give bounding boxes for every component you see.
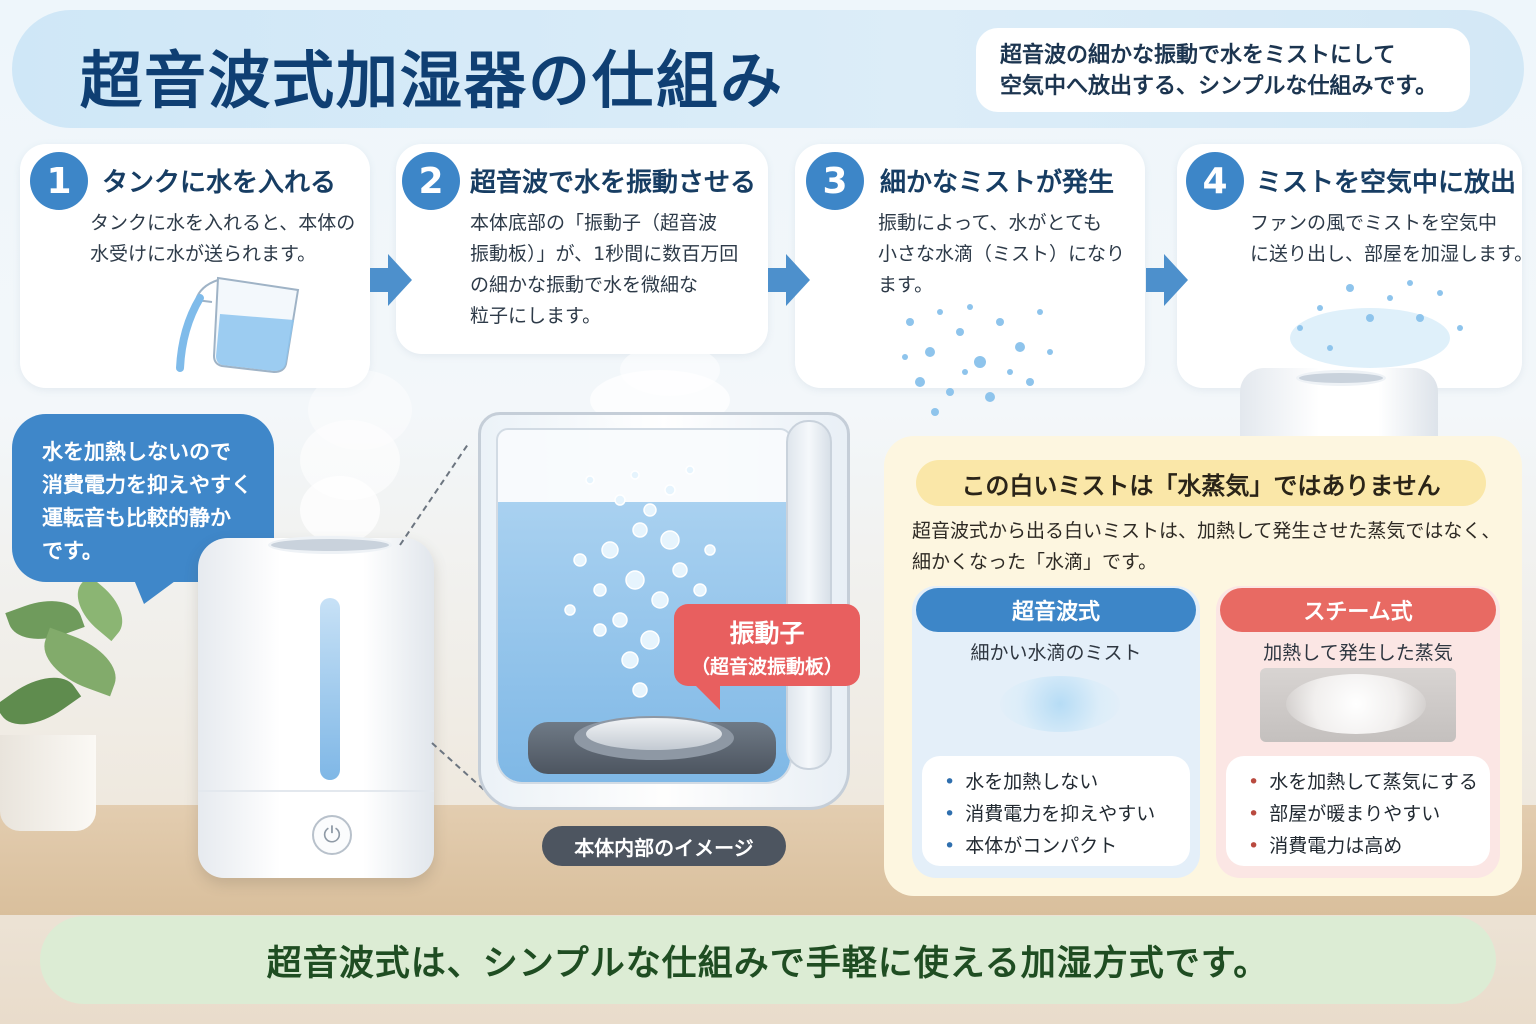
plant-pot <box>0 735 96 831</box>
ultrasonic-feature: 水を加熱しない <box>944 766 1190 798</box>
footer-summary: 超音波式は、シンプルな仕組みで手軽に使える加湿方式です。 <box>40 916 1496 1004</box>
mist-spray-graphic <box>1290 280 1463 368</box>
bubble-line: 水を加熱しないので <box>42 440 231 464</box>
step-title-4: ミストを空気中に放出 <box>1256 168 1517 198</box>
steam-feature: 部屋が暖まりやすい <box>1248 798 1490 830</box>
steam-header: スチーム式 <box>1220 588 1496 632</box>
vibrator-label-main: 振動子 <box>729 619 805 648</box>
vibrator-plate <box>586 718 722 750</box>
comparison-desc-line: 超音波式から出る白いミストは、加熱して発生させた蒸気ではなく、 <box>912 520 1501 542</box>
water-level-window <box>320 598 340 780</box>
step-number-1: 1 <box>30 152 88 210</box>
step-title-2: 超音波で水を振動させる <box>470 168 757 198</box>
measuring-cup-icon <box>176 276 300 374</box>
comparison-desc-line: 細かくなった「水滴」です。 <box>912 551 1158 573</box>
step-text-line: ます。 <box>878 274 934 296</box>
ultrasonic-subtitle: 細かい水滴のミスト <box>970 642 1142 664</box>
step-text-2: 本体底部の「振動子（超音波 振動板）」が、1秒間に数百万回 の細かな振動で水を微… <box>470 208 738 332</box>
arrow-right-icon <box>786 254 810 306</box>
steam-features: 水を加熱して蒸気にする 部屋が暖まりやすい 消費電力は高め <box>1226 756 1490 866</box>
step-title-3: 細かなミストが発生 <box>880 168 1115 198</box>
step-text-line: に送り出し、部屋を加湿します。 <box>1250 243 1534 265</box>
page-title: 超音波式加湿器の仕組み <box>80 44 785 117</box>
step-text-line: 水受けに水が送られます。 <box>90 243 317 265</box>
steam-feature: 水を加熱して蒸気にする <box>1248 766 1490 798</box>
arrow-right-icon <box>388 254 412 306</box>
step-text-line: の細かな振動で水を微細な <box>470 274 699 296</box>
step-text-1: タンクに水を入れると、本体の 水受けに水が送られます。 <box>90 208 355 270</box>
ultrasonic-feature: 消費電力を抑えやすい <box>944 798 1190 830</box>
ultrasonic-column: 超音波式 細かい水滴のミスト 水を加熱しない 消費電力を抑えやすい 本体がコンパ… <box>912 586 1200 878</box>
arrow-stem <box>370 268 390 292</box>
mini-humidifier-outlet <box>1296 370 1386 386</box>
tank-tube <box>786 420 832 770</box>
header-desc-line: 超音波の細かな振動で水をミストにして <box>1000 43 1396 68</box>
ultrasonic-header: 超音波式 <box>916 588 1196 632</box>
ultrasonic-features: 水を加熱しない 消費電力を抑えやすい 本体がコンパクト <box>922 756 1190 866</box>
bubble-line: です。 <box>42 539 103 563</box>
comparison-title: この白いミストは「水蒸気」ではありません <box>916 460 1486 506</box>
comparison-description: 超音波式から出る白いミストは、加熱して発生させた蒸気ではなく、 細かくなった「水… <box>912 516 1500 578</box>
ultrasonic-mist-graphic <box>1000 676 1120 732</box>
step-text-line: 振動によって、水がとても <box>878 212 1103 234</box>
arrow-stem <box>1146 268 1166 292</box>
bubble-line: 運転音も比較的静か <box>42 506 231 530</box>
vibrator-label-sub: （超音波振動板） <box>690 656 843 678</box>
step-title-1: タンクに水を入れる <box>102 168 337 198</box>
bubble-line: 消費電力を抑えやすく <box>42 473 252 497</box>
step-number-4: 4 <box>1186 152 1244 210</box>
step-text-line: 振動板）」が、1秒間に数百万回 <box>470 243 739 265</box>
inner-image-label: 本体内部のイメージ <box>542 826 786 866</box>
header-description: 超音波の細かな振動で水をミストにして 空気中へ放出する、シンプルな仕組みです。 <box>976 28 1470 112</box>
step-text-line: 粒子にします。 <box>470 305 602 327</box>
step-text-line: タンクに水を入れると、本体の <box>90 212 356 234</box>
mist-droplets-graphic <box>902 304 1053 416</box>
speech-bubble-tail <box>130 570 190 604</box>
step-number-2: 2 <box>402 152 460 210</box>
steam-column: スチーム式 加熱して発生した蒸気 水を加熱して蒸気にする 部屋が暖まりやすい 消… <box>1216 586 1500 878</box>
ultrasonic-feature: 本体がコンパクト <box>944 830 1190 862</box>
step-text-line: ファンの風でミストを空気中 <box>1250 212 1498 234</box>
vibrator-label: 振動子 （超音波振動板） <box>674 604 860 686</box>
vibrator-label-pointer <box>694 684 720 710</box>
humidifier-seam <box>198 790 434 792</box>
humidifier-mist-outlet <box>268 536 392 554</box>
step-text-4: ファンの風でミストを空気中 に送り出し、部屋を加湿します。 <box>1250 208 1533 270</box>
arrow-stem <box>768 268 788 292</box>
mist-plume-graphic <box>300 370 412 544</box>
header-desc-line: 空気中へ放出する、シンプルな仕組みです。 <box>1000 74 1438 99</box>
step-text-line: 小さな水滴（ミスト）になり <box>878 243 1126 265</box>
arrow-right-icon <box>1164 254 1188 306</box>
step-text-line: 本体底部の「振動子（超音波 <box>470 212 718 234</box>
step-text-3: 振動によって、水がとても 小さな水滴（ミスト）になり ます。 <box>878 208 1125 301</box>
steam-feature: 消費電力は高め <box>1248 830 1490 862</box>
power-icon[interactable]: ⏻ <box>312 815 352 855</box>
steam-subtitle: 加熱して発生した蒸気 <box>1263 642 1453 664</box>
step-number-3: 3 <box>806 152 864 210</box>
steam-cloud-graphic <box>1286 674 1426 734</box>
